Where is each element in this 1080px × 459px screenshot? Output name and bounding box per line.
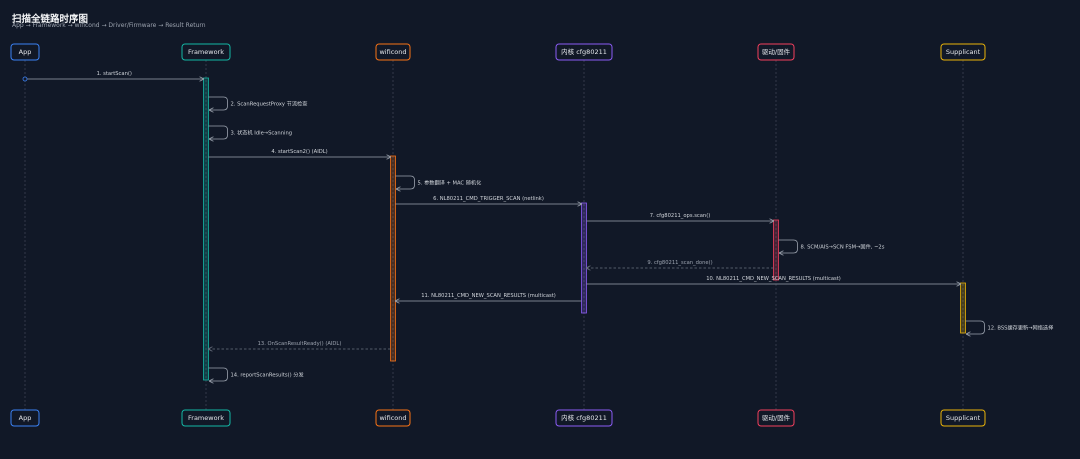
message-3: 3. 状态机 Idle→Scanning <box>208 125 293 139</box>
participant-box-driver-bottom: 驱动/固件 <box>757 409 795 427</box>
message-label: 10. NL80211_CMD_NEW_SCAN_RESULTS (multic… <box>706 276 841 282</box>
message-8: 8. SCM/AIS→SCN FSM→固件, ~2s <box>778 239 885 253</box>
activation-kernel <box>581 202 587 314</box>
message-label: 5. 参数翻译 + MAC 随机化 <box>418 179 482 187</box>
message-label: 6. NL80211_CMD_TRIGGER_SCAN (netlink) <box>433 196 544 202</box>
activation-framework <box>203 77 209 381</box>
participant-box-framework-bottom: Framework <box>181 409 231 427</box>
message-6: 6. NL80211_CMD_TRIGGER_SCAN (netlink) <box>395 196 582 204</box>
message-label: 14. reportScanResults() 分发 <box>231 371 304 379</box>
message-label: 13. OnScanResultReady() (AIDL) <box>258 341 342 347</box>
activation-supplicant <box>960 282 966 334</box>
self-call-arrow <box>395 175 415 189</box>
participant-box-kernel-bottom: 内核 cfg80211 <box>555 409 613 427</box>
start-dot <box>22 76 28 82</box>
participant-label: Supplicant <box>946 48 981 56</box>
participant-label: wificond <box>379 48 406 56</box>
activation-driver <box>773 219 779 281</box>
diagram-title: 扫描全链路时序图 <box>12 14 89 25</box>
message-14: 14. reportScanResults() 分发 <box>208 367 304 381</box>
message-1: 1. startScan() <box>22 71 204 82</box>
message-2: 2. ScanRequestProxy 节流检查 <box>208 96 308 110</box>
participant-label: 驱动/固件 <box>762 47 791 56</box>
self-call-arrow <box>208 367 228 381</box>
message-label: 3. 状态机 Idle→Scanning <box>231 129 293 137</box>
participant-label: Framework <box>188 414 224 422</box>
self-call-arrow <box>965 320 985 334</box>
message-label: 12. BSS缓存更新→网络选择 <box>988 324 1055 332</box>
self-call-arrow <box>208 125 228 139</box>
participant-box-wificond-bottom: wificond <box>375 409 411 427</box>
message-12: 12. BSS缓存更新→网络选择 <box>965 320 1055 334</box>
message-13: 13. OnScanResultReady() (AIDL) <box>209 341 391 349</box>
participant-label: 驱动/固件 <box>762 413 791 422</box>
participant-label: App <box>19 414 32 422</box>
participant-box-framework-top: Framework <box>181 43 231 61</box>
message-label: 1. startScan() <box>97 71 132 77</box>
self-call-arrow <box>208 96 228 110</box>
message-5: 5. 参数翻译 + MAC 随机化 <box>395 175 482 189</box>
diagram-subtitle: App → Framework → wificond → Driver/Firm… <box>12 22 206 29</box>
message-label: 2. ScanRequestProxy 节流检查 <box>231 100 308 108</box>
participant-label: wificond <box>379 414 406 422</box>
message-7: 7. cfg80211_ops.scan() <box>586 213 774 221</box>
activation-wificond <box>390 155 396 362</box>
message-9: 9. cfg80211_scan_done() <box>587 260 774 268</box>
message-label: 4. startScan2() (AIDL) <box>271 149 327 155</box>
participant-box-supplicant-bottom: Supplicant <box>940 409 986 427</box>
participant-box-app-top: App <box>10 43 40 61</box>
message-label: 8. SCM/AIS→SCN FSM→固件, ~2s <box>801 243 885 251</box>
participant-box-wificond-top: wificond <box>375 43 411 61</box>
message-11: 11. NL80211_CMD_NEW_SCAN_RESULTS (multic… <box>396 293 582 301</box>
message-label: 9. cfg80211_scan_done() <box>647 260 712 266</box>
message-10: 10. NL80211_CMD_NEW_SCAN_RESULTS (multic… <box>586 276 961 284</box>
participant-label: App <box>19 48 32 56</box>
participant-label: Supplicant <box>946 414 981 422</box>
participant-label: 内核 cfg80211 <box>561 413 607 422</box>
participant-label: Framework <box>188 48 224 56</box>
participant-box-driver-top: 驱动/固件 <box>757 43 795 61</box>
participant-box-supplicant-top: Supplicant <box>940 43 986 61</box>
message-label: 7. cfg80211_ops.scan() <box>650 213 711 219</box>
participant-box-kernel-top: 内核 cfg80211 <box>555 43 613 61</box>
participant-box-app-bottom: App <box>10 409 40 427</box>
message-label: 11. NL80211_CMD_NEW_SCAN_RESULTS (multic… <box>421 293 556 299</box>
self-call-arrow <box>778 239 798 253</box>
message-4: 4. startScan2() (AIDL) <box>208 149 391 157</box>
participant-label: 内核 cfg80211 <box>561 47 607 56</box>
